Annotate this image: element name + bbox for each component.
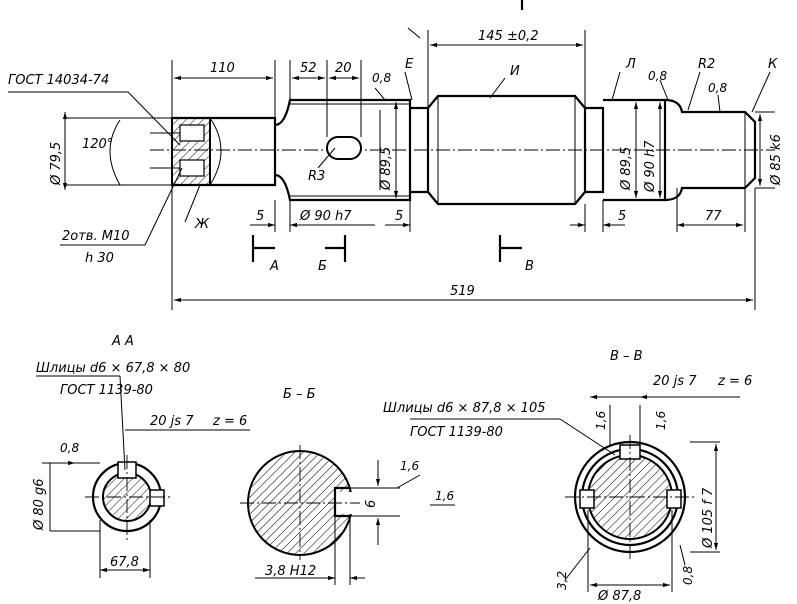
label-e: Е [405,57,414,72]
roughness-bb-b: 1,6 [435,489,454,503]
standard-label: ГОСТ 14034-74 [8,73,109,88]
spline-count-aa: z = 6 [212,414,247,429]
roughness-08-a: 0,8 [372,71,391,85]
radius-r3: R3 [308,169,325,184]
dia-105f7: Ø 105 f 7 [701,487,716,549]
label-zh: Ж [194,217,210,232]
dia-89-5-right: Ø 89,5 [619,147,634,191]
left-shaft-journal [172,116,277,187]
spline-width-vv: 20 js 7 [653,374,697,389]
keyway-width-3-8: 3,8 Н12 [265,564,316,579]
keyway-depth-6: 6 [364,500,379,508]
section-vv: В – В Шлицы d6 × 87,8 × 105 ГОСТ 1139-80… [383,349,752,604]
angle-120: 120° [82,137,113,152]
holes-spec-1: 2отв. М10 [62,229,129,244]
dia-85k6: Ø 85 k6 [769,134,784,186]
roughness-vv-08: 0,8 [681,566,695,585]
label-i: И [510,64,520,79]
section-aa: А А Шлицы d6 × 67,8 × 80 ГОСТ 1139-80 20… [32,334,250,578]
central-body [427,94,587,206]
roughness-aa: 0,8 [60,441,79,455]
spline-width-aa: 20 js 7 [150,414,194,429]
roughness-bb-a: 1,6 [400,459,419,473]
dia-80g6: Ø 80 g6 [32,478,47,531]
dim-5-a: 5 [256,209,264,224]
total-length-519: 519 [450,284,475,299]
spline-section-a [274,98,412,202]
radius-r2: R2 [698,57,715,72]
section-bb-title: Б – Б [283,387,316,402]
dim-77: 77 [705,209,722,224]
section-vv-title: В – В [610,349,643,364]
dim-52: 52 [300,61,317,76]
roughness-08-c: 0,8 [708,81,727,95]
section-mark-a: А [269,259,279,274]
roughness-vv-a: 1,6 [594,411,608,430]
label-k: К [768,57,778,72]
spline-spec-aa-1: Шлицы d6 × 67,8 × 80 [36,361,190,376]
section-mark-b: Б [318,259,327,274]
dim-20: 20 [335,61,352,76]
dim-110: 110 [210,61,235,76]
dim-145-tol: 145 ±0,2 [478,29,539,44]
spline-spec-vv-2: ГОСТ 1139-80 [410,425,503,440]
spline-count-vv: z = 6 [717,374,752,389]
right-shaft-end [664,98,757,202]
bearing-seat [603,98,667,202]
main-view: ГОСТ 14034-74 110 52 20 145 ±0,2 0,8 Е И… [8,0,784,310]
dim-5-c: 5 [618,209,626,224]
section-mark-v: В [525,259,534,274]
label-l: Л [625,57,636,72]
holes-spec-2: h 30 [85,251,114,266]
dim-5-b: 5 [395,209,403,224]
keyway [326,136,362,160]
spline-spec-aa-2: ГОСТ 1139-80 [60,383,153,398]
spline-spec-vv-1: Шлицы d6 × 87,8 × 105 [383,401,546,416]
section-bb: Б – Б 1,6 1,6 6 3,8 Н12 [240,387,455,585]
dia-90h7-right: Ø 90 h7 [643,140,658,193]
roughness-08-b: 0,8 [648,69,667,83]
dia-67-8: 67,8 [110,555,139,570]
roughness-vv-b: 1,6 [654,411,668,430]
dia-89-5-left: Ø 89,5 [379,147,394,191]
roughness-vv-32: 3,2 [555,571,569,590]
dia-87-8: Ø 87,8 [597,589,641,604]
dia-79-5: Ø 79,5 [49,142,64,186]
dia-90h7-left: Ø 90 h7 [299,209,352,224]
section-aa-title: А А [111,334,134,349]
